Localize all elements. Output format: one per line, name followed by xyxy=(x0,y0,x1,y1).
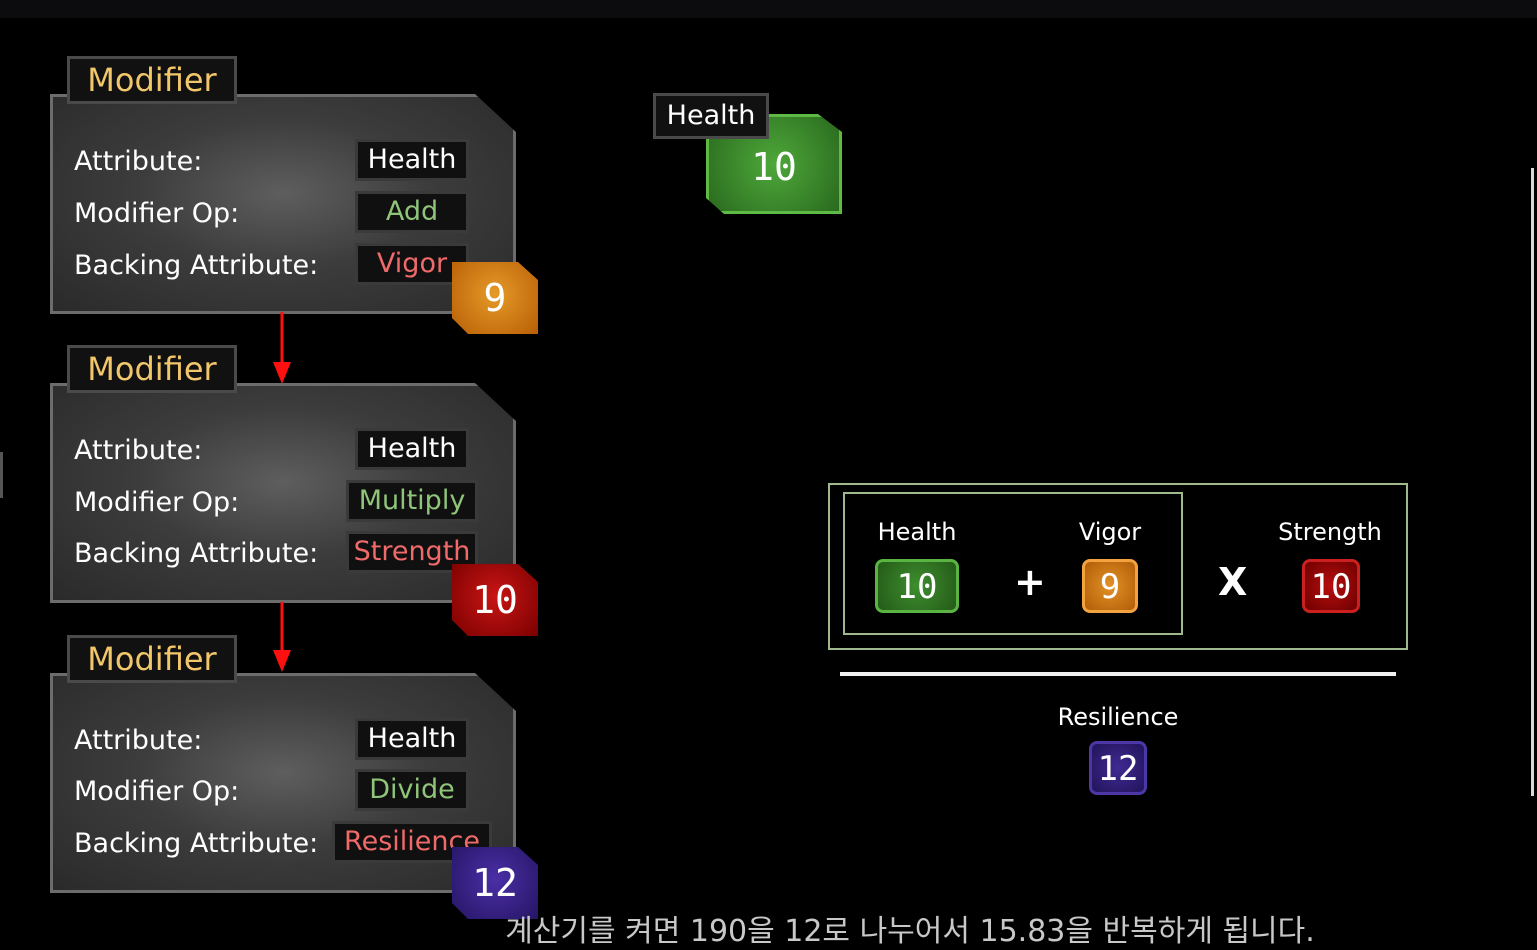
arrow-down-icon xyxy=(273,312,291,384)
formula-strength-value: 10 xyxy=(1302,559,1360,613)
fraction-line xyxy=(840,672,1396,676)
value-badge: 10 xyxy=(452,564,538,636)
modifier-op-value: Divide xyxy=(355,769,469,811)
modifier-title: Modifier xyxy=(67,345,237,393)
modifier-op-label: Modifier Op: xyxy=(74,487,240,518)
modifier-title: Modifier xyxy=(67,56,237,104)
subtitle-caption: 계산기를 켜면 190을 12로 나누어서 15.83을 반복하게 됩니다. xyxy=(505,914,1315,949)
formula-resilience-value: 12 xyxy=(1089,741,1147,795)
modifier-card-1: Modifier Attribute: Health Modifier Op: … xyxy=(50,56,590,356)
health-node-label: Health xyxy=(653,93,769,139)
attribute-label: Attribute: xyxy=(74,725,203,756)
backing-attribute-value: Vigor xyxy=(355,243,469,285)
modifier-op-label: Modifier Op: xyxy=(74,776,240,807)
times-operator: X xyxy=(1218,560,1248,604)
formula-inner-box xyxy=(843,492,1183,635)
arrow-down-icon xyxy=(273,602,291,672)
attribute-value: Health xyxy=(355,428,469,470)
plus-operator: + xyxy=(1014,560,1046,604)
attribute-label: Attribute: xyxy=(74,435,203,466)
formula-health-value: 10 xyxy=(875,559,959,613)
modifier-op-value: Add xyxy=(355,191,469,233)
right-edge-bar xyxy=(1531,168,1534,796)
formula-vigor-label: Vigor xyxy=(1078,518,1142,546)
modifier-op-label: Modifier Op: xyxy=(74,198,240,229)
value-badge: 9 xyxy=(452,262,538,334)
modifier-op-value: Multiply xyxy=(346,480,478,522)
backing-attribute-value: Resilience xyxy=(332,821,492,863)
formula-health-label: Health xyxy=(877,518,957,546)
backing-attribute-label: Backing Attribute: xyxy=(74,828,319,859)
left-edge-mark xyxy=(0,452,3,498)
value-badge: 12 xyxy=(452,847,538,919)
modifier-card-3: Modifier Attribute: Health Modifier Op: … xyxy=(50,635,590,935)
backing-attribute-label: Backing Attribute: xyxy=(74,538,319,569)
modifier-card-2: Modifier Attribute: Health Modifier Op: … xyxy=(50,345,590,645)
formula-vigor-value: 9 xyxy=(1082,559,1138,613)
top-strip xyxy=(0,0,1537,18)
formula-outer-box xyxy=(828,483,1408,650)
modifier-title: Modifier xyxy=(67,635,237,683)
backing-attribute-label: Backing Attribute: xyxy=(74,250,319,281)
attribute-label: Attribute: xyxy=(74,146,203,177)
attribute-value: Health xyxy=(355,718,469,760)
formula-resilience-label: Resilience xyxy=(1057,703,1179,731)
attribute-value: Health xyxy=(355,139,469,181)
formula-strength-label: Strength xyxy=(1278,518,1382,546)
